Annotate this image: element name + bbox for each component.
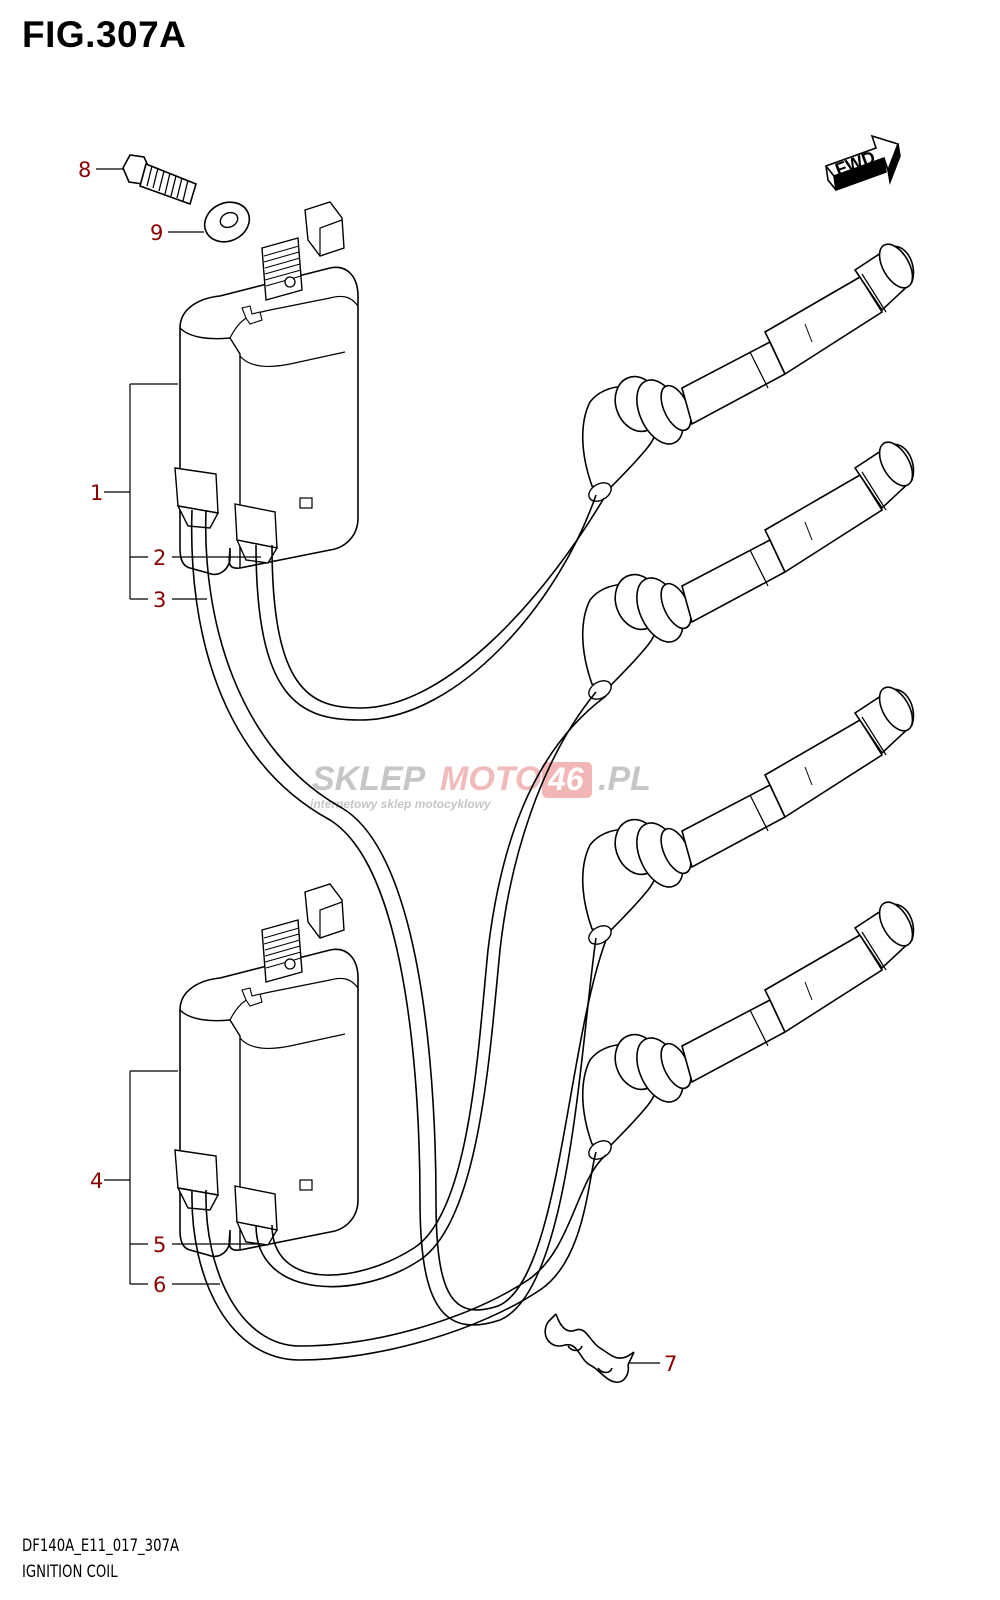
watermark-brand-part3: 46	[547, 761, 584, 797]
callout-8: 8	[78, 158, 91, 182]
callout-6: 6	[153, 1273, 166, 1297]
watermark-tagline: internetowy sklep motocyklowy	[310, 797, 492, 811]
callout-4: 4	[90, 1169, 103, 1193]
plug-cap-2	[581, 435, 921, 704]
watermark-brand-suffix: .PL	[598, 760, 651, 798]
forward-arrow-icon: FWD	[824, 134, 901, 192]
leader-lines	[96, 168, 660, 1364]
callout-3: 3	[153, 588, 166, 612]
washer-part-9	[203, 201, 251, 243]
figure-title: FIG.307A	[22, 14, 187, 55]
wire-clamp-part-7	[544, 1313, 635, 1383]
watermark-brand-part1: SKLEP	[312, 760, 426, 798]
callout-1: 1	[90, 481, 103, 505]
callout-9: 9	[150, 221, 163, 245]
ignition-coil-upper	[174, 201, 359, 576]
plug-cap-3	[581, 680, 921, 949]
callout-7: 7	[664, 1352, 677, 1376]
watermark: SKLEP MOTO 46 .PL internetowy sklep moto…	[310, 760, 651, 811]
ignition-coil-lower	[174, 883, 359, 1258]
callout-5: 5	[153, 1233, 166, 1257]
watermark-brand-part2: MOTO	[440, 760, 541, 798]
plug-cap-4	[581, 895, 921, 1164]
high-tension-wires	[190, 494, 607, 1361]
callout-2: 2	[153, 546, 166, 570]
model-code: DF140A_E11_017_307A	[22, 1536, 180, 1556]
bolt-part-8	[122, 154, 197, 206]
part-group-name: IGNITION COIL	[22, 1562, 118, 1582]
